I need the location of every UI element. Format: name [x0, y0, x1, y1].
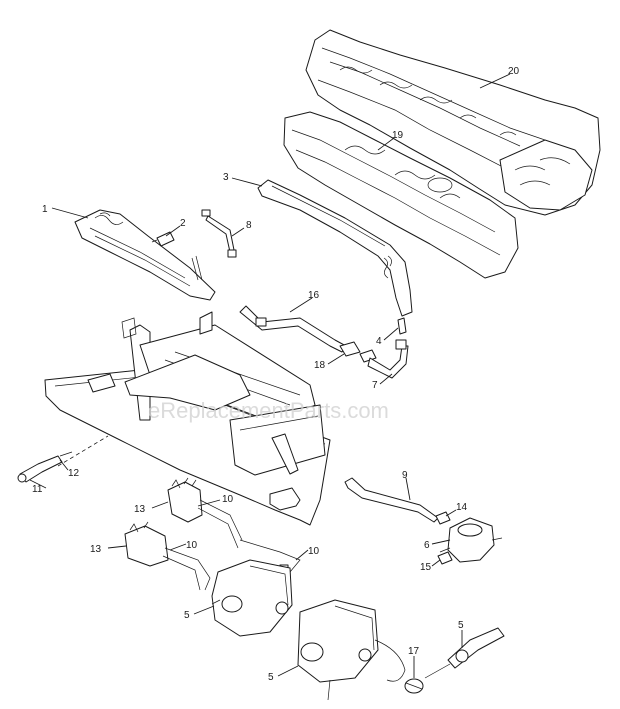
- part-5-pilot-valve[interactable]: [424, 627, 505, 679]
- part-3-bracket[interactable]: [257, 179, 413, 317]
- part-11-thermocouple[interactable]: [17, 455, 63, 483]
- part-13-pilot-assembly-lower[interactable]: [124, 521, 211, 591]
- label-20: 20: [508, 66, 520, 77]
- label-5-upper: 5: [184, 610, 190, 621]
- part-17-knob[interactable]: [404, 678, 424, 694]
- label-18: 18: [314, 360, 326, 371]
- label-14: 14: [456, 502, 468, 513]
- watermark: eReplacementParts.com: [148, 398, 389, 423]
- label-16: 16: [308, 290, 320, 301]
- part-6-regulator[interactable]: [439, 517, 503, 563]
- label-7: 7: [372, 380, 378, 391]
- label-2: 2: [180, 218, 186, 229]
- part-16-tube[interactable]: [239, 305, 347, 353]
- label-17: 17: [408, 646, 420, 657]
- part-8-tube[interactable]: [201, 209, 237, 258]
- label-10-upper: 10: [222, 494, 234, 505]
- label-10-middle: 10: [186, 540, 198, 551]
- part-4-orifice[interactable]: [397, 317, 407, 335]
- part-5-valve-upper[interactable]: [211, 559, 293, 637]
- label-3: 3: [223, 172, 229, 183]
- label-1: 1: [42, 204, 48, 215]
- label-15: 15: [420, 562, 432, 573]
- callout-labels: 1 2 3 8 20 19 16 4 18 7 9 10 10 10 13 13…: [32, 66, 520, 683]
- leader-lines: [29, 73, 511, 678]
- label-4: 4: [376, 336, 382, 347]
- label-6: 6: [424, 540, 430, 551]
- label-19: 19: [392, 130, 404, 141]
- part-12-nut[interactable]: [59, 451, 73, 457]
- leader-dashed-line: [57, 435, 109, 467]
- burner-pan-assembly[interactable]: [44, 311, 331, 526]
- log-19[interactable]: [283, 111, 519, 279]
- part-14-fitting[interactable]: [435, 511, 451, 525]
- label-11: 11: [32, 484, 43, 495]
- part-5-valve-lower[interactable]: [297, 599, 406, 701]
- part-1-burner-shield[interactable]: [74, 209, 216, 301]
- part-9-tube[interactable]: [344, 477, 439, 523]
- label-8: 8: [246, 220, 252, 231]
- label-5-lower: 5: [268, 672, 274, 683]
- label-13-upper: 13: [134, 504, 146, 515]
- part-2-fitting[interactable]: [151, 231, 175, 247]
- label-12: 12: [68, 468, 80, 479]
- label-9: 9: [402, 470, 408, 481]
- part-7-tube[interactable]: [367, 339, 409, 379]
- label-10-right: 10: [308, 546, 320, 557]
- part-13-pilot-assembly-upper[interactable]: [167, 477, 243, 549]
- label-5-right: 5: [458, 620, 464, 631]
- log-20[interactable]: [305, 29, 601, 216]
- part-15-fitting[interactable]: [437, 551, 453, 565]
- label-13-lower: 13: [90, 544, 102, 555]
